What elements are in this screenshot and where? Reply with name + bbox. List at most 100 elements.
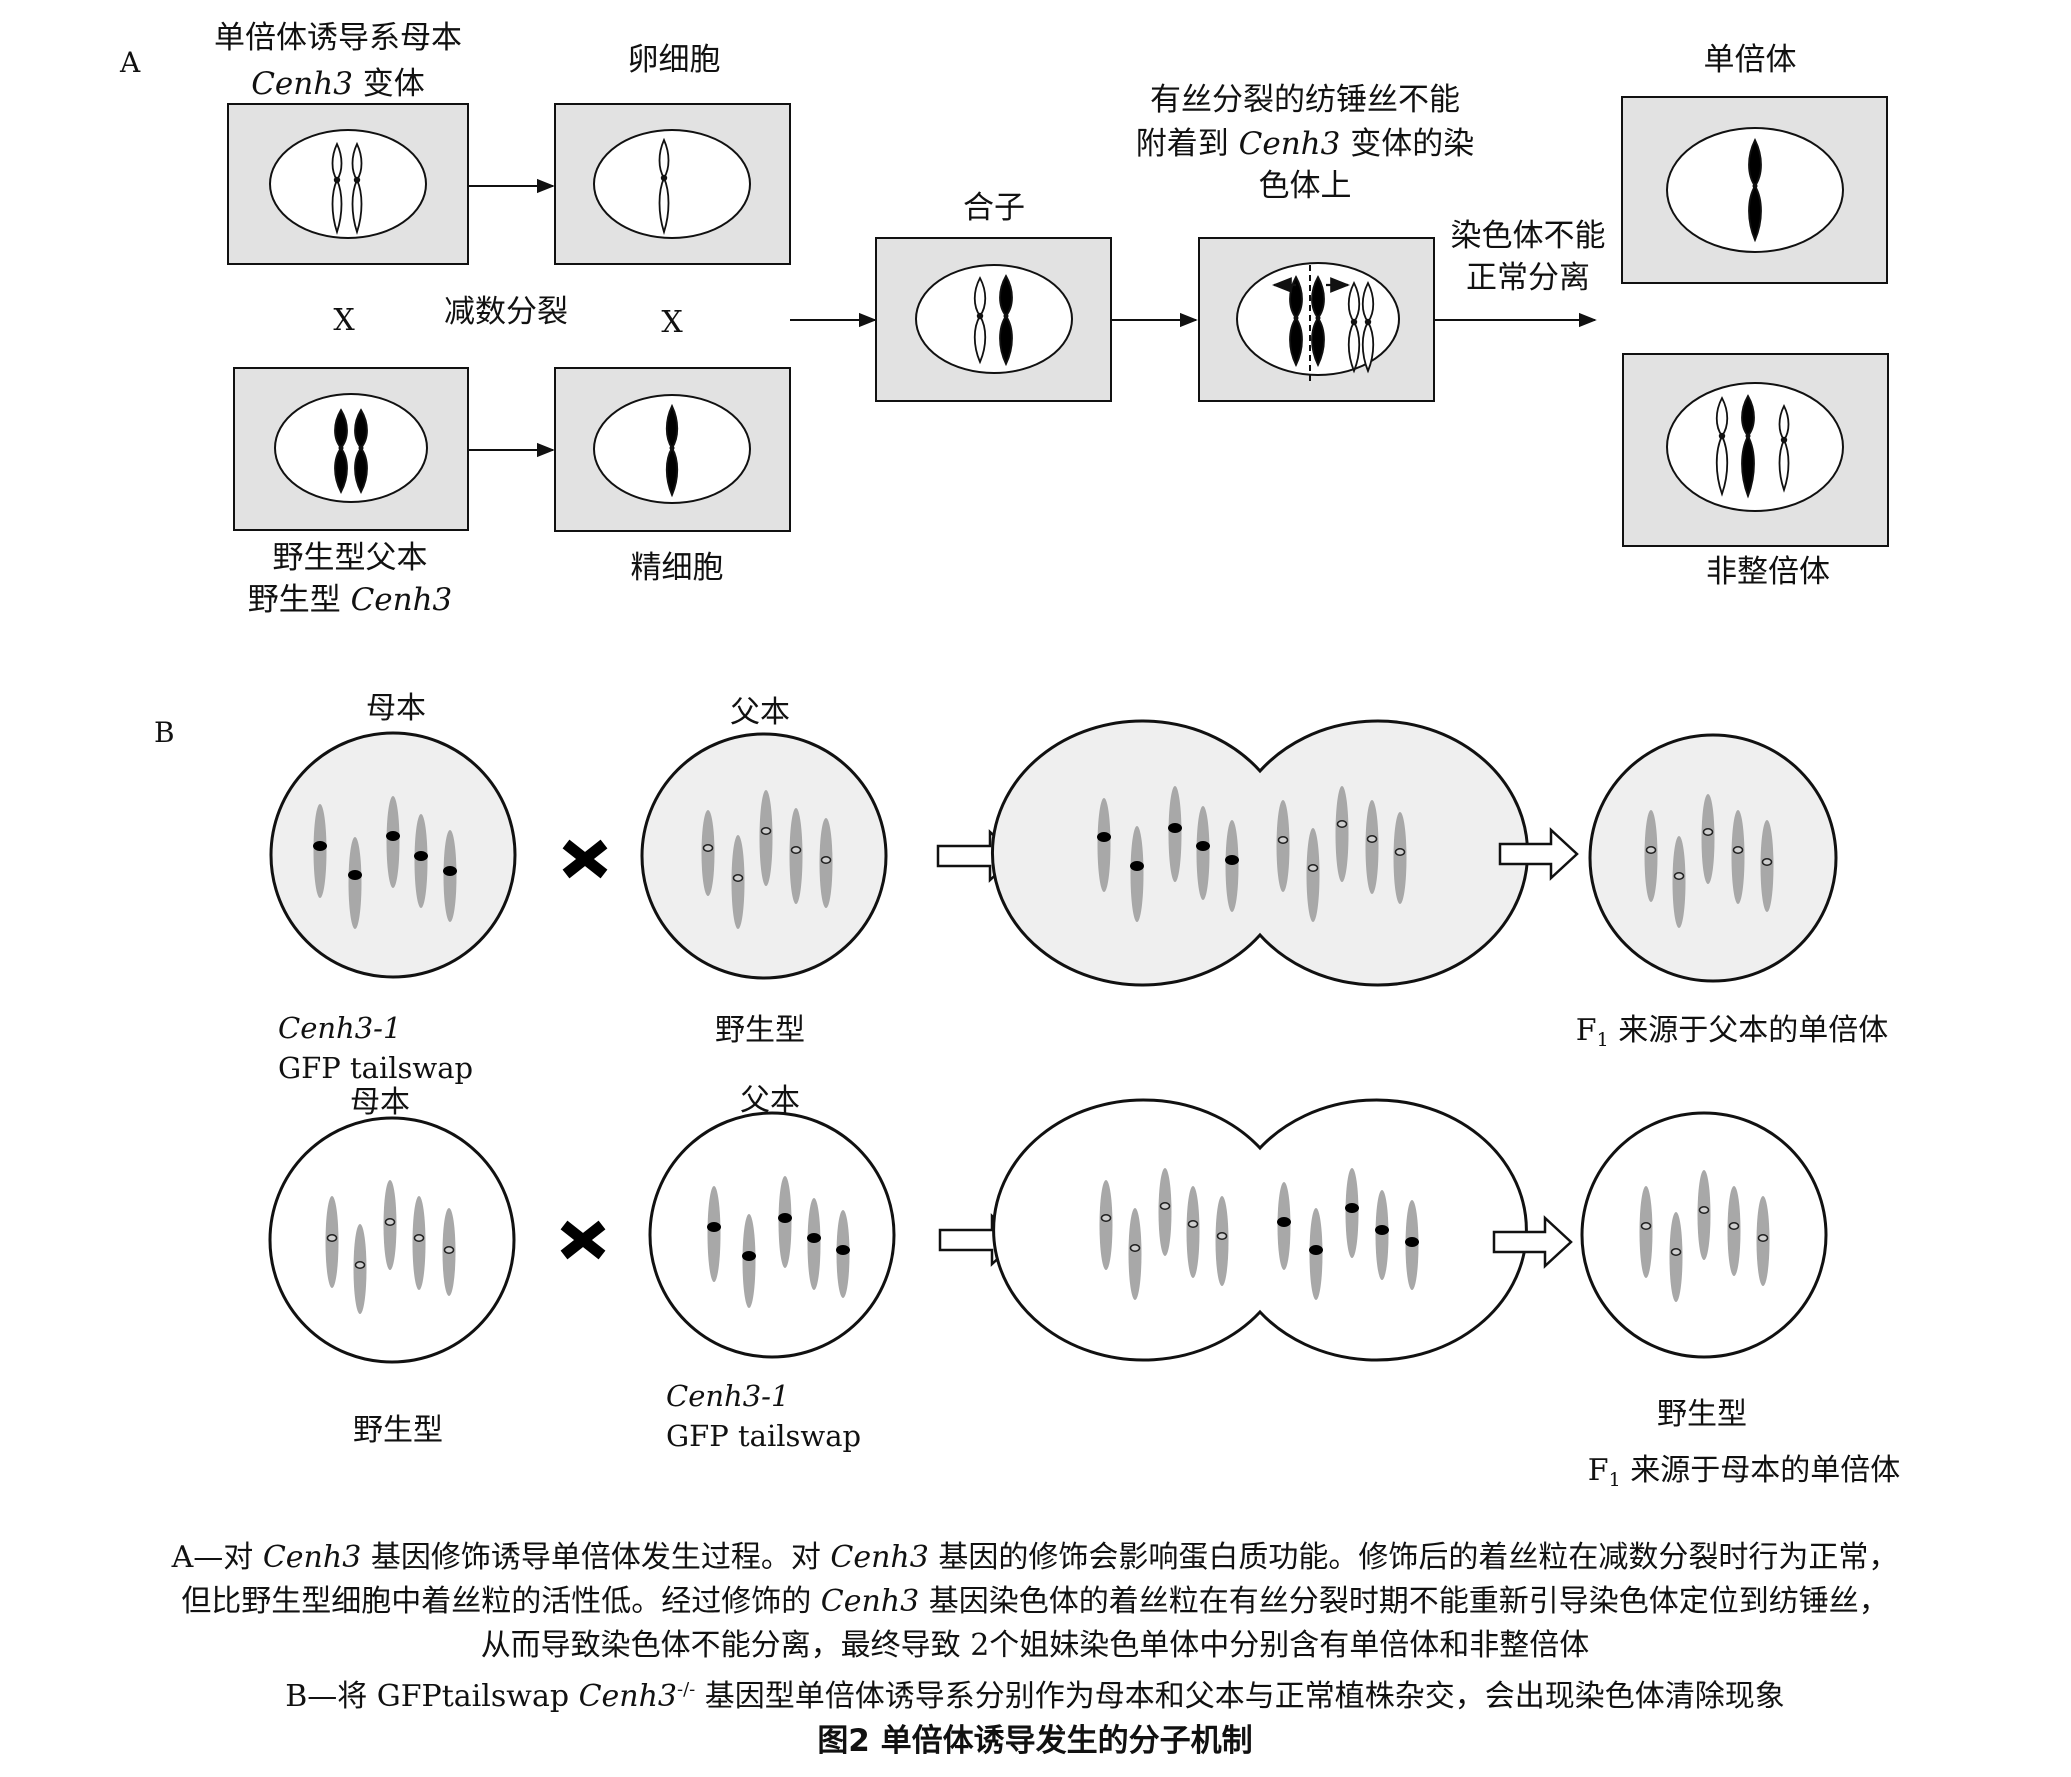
chromosome-shape xyxy=(999,274,1013,367)
centromere-dot xyxy=(1350,318,1358,326)
spindle-note-line1: 有丝分裂的纺锤丝不能 xyxy=(1150,82,1460,118)
separation-note-line2: 正常分离 xyxy=(1466,260,1590,296)
centromere-ring xyxy=(1336,820,1348,828)
chromosome-shape xyxy=(973,276,987,365)
centromere-black xyxy=(1097,832,1111,842)
centromere-ring xyxy=(1159,1202,1171,1210)
caption-line-4: B—将 GFPtailswap Cenh3-/- 基因型单倍体诱导系分别作为母本… xyxy=(285,1679,1785,1714)
chromosome-shape xyxy=(1672,836,1686,928)
centromere-black xyxy=(414,851,428,861)
chromosome-shape xyxy=(1741,394,1755,499)
father-cell xyxy=(233,367,469,531)
centromere-ring xyxy=(820,856,832,864)
haploid-induction-figure: A 单倍体诱导系母本 Cenh3 变体 卵细胞 X 减数分裂 X xyxy=(119,20,1900,1491)
centromere-ring xyxy=(1761,858,1773,866)
figure-caption: A—对 Cenh3 基因修饰诱导单倍体发生过程。对 Cenh3 基因的修饰会影响… xyxy=(60,1536,2010,1763)
panel-b: B 母本 父本 Cenh3-1 GFP tailswap 野生型 F1 来源于父… xyxy=(154,691,1900,1491)
chromosome-shape xyxy=(1639,1186,1653,1278)
row1-result-label: F1 来源于父本的单倍体 xyxy=(1576,1013,1888,1051)
centromere-ring xyxy=(354,1261,366,1269)
centromere-dot xyxy=(669,445,675,451)
centromere-dot xyxy=(333,176,341,184)
row1-cross-mark xyxy=(562,839,608,879)
row1-mother-label: 母本 xyxy=(366,691,426,726)
row2-zygote-cell xyxy=(992,1098,1528,1362)
centromere-dot xyxy=(358,445,364,451)
centromere-black xyxy=(1196,841,1210,851)
chromosome-shape xyxy=(707,1186,721,1282)
chromosome-shape xyxy=(1276,800,1290,892)
chromosome-shape xyxy=(1168,786,1182,882)
caption-line-1: A—对 Cenh3 基因修饰诱导单倍体发生过程。对 Cenh3 基因的修饰会影响… xyxy=(171,1540,1899,1575)
centromere-ring xyxy=(443,1246,455,1254)
centromere-dot xyxy=(1315,315,1321,321)
row2-arrow-2 xyxy=(1492,1215,1573,1269)
chromosome-shape xyxy=(354,408,368,494)
centromere-dot xyxy=(1745,433,1751,439)
chromosome-shape xyxy=(1158,1168,1172,1256)
separation-note-line1: 染色体不能 xyxy=(1451,218,1606,254)
panel-a-label: A xyxy=(119,46,141,79)
caption-line-2: 但比野生型细胞中着丝粒的活性低。经过修饰的 Cenh3 基因染色体的着丝粒在有丝… xyxy=(181,1584,1889,1619)
chromosome-shape xyxy=(1130,826,1144,922)
chromosome-shape xyxy=(1731,810,1745,904)
centromere-black xyxy=(1168,823,1182,833)
mitosis-cell xyxy=(1198,237,1435,402)
centromere-ring xyxy=(1673,872,1685,880)
chromosome-shape xyxy=(1778,403,1790,493)
centromere-black xyxy=(707,1222,721,1232)
centromere-ring xyxy=(1394,848,1406,856)
chromosome-shape xyxy=(1715,396,1729,497)
centromere-black xyxy=(742,1251,756,1261)
chromosome-shape xyxy=(1335,786,1349,882)
centromere-ring xyxy=(1129,1244,1141,1252)
chromosome-shape xyxy=(1289,275,1303,368)
chromosome-shape xyxy=(386,796,400,888)
aneuploid-cell xyxy=(1622,353,1889,547)
centromere-dot xyxy=(1718,432,1726,440)
chromosome-shape xyxy=(1701,794,1715,884)
chromosome-shape xyxy=(1306,828,1320,922)
centromere-black xyxy=(1405,1237,1419,1247)
centromere-dot xyxy=(976,312,984,320)
mother-title-line1: 单倍体诱导系母本 xyxy=(214,20,462,56)
centromere-ring xyxy=(1698,1206,1710,1214)
chromosome-shape xyxy=(1347,281,1361,374)
centromere-dot xyxy=(1364,318,1372,326)
centromere-dot xyxy=(660,174,668,182)
row2-result-genotype: 野生型 xyxy=(1657,1397,1747,1432)
sperm-cell xyxy=(554,367,791,532)
chromosome-shape xyxy=(1365,800,1379,894)
row1-haploid-cell xyxy=(1588,733,1838,983)
row2-cross-mark xyxy=(560,1220,606,1260)
figure-title: 图2 单倍体诱导发生的分子机制 xyxy=(817,1723,1253,1759)
centromere-black xyxy=(1375,1225,1389,1235)
centromere-ring xyxy=(760,827,772,835)
row2-father-cell xyxy=(648,1111,896,1359)
chromosome-shape xyxy=(1311,275,1325,368)
chromosome-shape xyxy=(1097,798,1111,892)
chromosome-shape xyxy=(807,1198,821,1290)
chromosome-shape xyxy=(348,837,362,929)
centromere-ring xyxy=(1670,1248,1682,1256)
cross-symbol-right: X xyxy=(661,305,683,340)
centromere-ring xyxy=(1732,846,1744,854)
father-label-line2: 野生型 Cenh3 xyxy=(248,582,453,618)
sperm-cell-label: 精细胞 xyxy=(631,550,724,586)
centromere-ring xyxy=(1277,836,1289,844)
row1-zygote-cell xyxy=(991,719,1529,987)
centromere-black xyxy=(836,1245,850,1255)
chromosome-shape xyxy=(1760,820,1774,912)
centromere-ring xyxy=(702,844,714,852)
row2-mother-cell xyxy=(268,1116,516,1364)
row2-haploid-cell xyxy=(1580,1111,1828,1359)
chromosome-shape xyxy=(351,141,363,235)
centromere-ring xyxy=(326,1234,338,1242)
centromere-ring xyxy=(790,846,802,854)
haploid-cell xyxy=(1621,96,1888,284)
chromosome-shape xyxy=(1225,820,1239,912)
chromosome-shape xyxy=(1361,281,1375,374)
centromere-black xyxy=(386,831,400,841)
chromosome-shape xyxy=(334,408,348,494)
mother-title-line2: Cenh3 变体 xyxy=(251,66,425,102)
